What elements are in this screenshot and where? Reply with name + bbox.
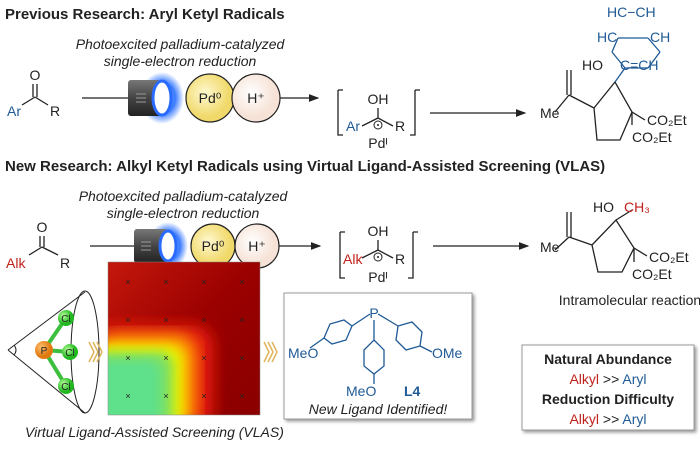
heatmap-marker: × xyxy=(239,353,244,363)
chlorine-atom xyxy=(58,378,74,394)
heatmap-marker: × xyxy=(125,391,130,401)
chevrons-icon xyxy=(263,341,278,363)
heatmap-marker: × xyxy=(163,315,168,325)
heatmap-marker: × xyxy=(239,277,244,287)
heatmap-marker: × xyxy=(201,353,206,363)
r-label: R xyxy=(60,255,70,271)
heatmap-marker: × xyxy=(239,315,244,325)
heatmap-marker: × xyxy=(125,353,130,363)
me-label: Me xyxy=(540,239,560,255)
bottom-pd0-label: Pd⁰ xyxy=(202,238,225,254)
pd1-label: Pdᴵ xyxy=(368,269,387,285)
r-label: R xyxy=(395,251,405,267)
bottom-subtitle-1: Photoexcited palladium-catalyzed xyxy=(79,188,289,204)
top-subtitle-2: single-electron reduction xyxy=(104,53,257,69)
top-subtitle-1: Photoexcited palladium-catalyzed xyxy=(76,36,286,52)
heatmap-marker: × xyxy=(125,277,130,287)
ester-label: CO₂Et xyxy=(632,129,672,145)
top-ketyl-intermediate: OH Ar R Pdᴵ xyxy=(337,89,420,151)
me-label: Me xyxy=(540,105,560,121)
ring-label: C=CH xyxy=(620,57,659,73)
cone-angle-ligand-model: P Cl Cl Cl xyxy=(7,290,100,414)
oh-label: OH xyxy=(368,223,389,239)
p-label: P xyxy=(369,305,378,321)
ligand-caption: New Ligand Identified! xyxy=(309,401,448,417)
ligand-l4-box: P MeO OMe MeO L4 New Ligand Identified! xyxy=(283,292,473,420)
vlas-heatmap: × × × × × × × × × × × × × × × × xyxy=(108,262,260,415)
top-h-label: H⁺ xyxy=(247,90,265,106)
chevrons-icon xyxy=(88,341,103,363)
alkyl-label: Alk xyxy=(6,255,26,271)
reduction-difficulty-heading: Reduction Difficulty xyxy=(542,391,674,407)
heatmap-marker: × xyxy=(201,315,206,325)
ester-label: CO₂Et xyxy=(649,249,689,265)
heatmap-markers: × × × × × × × × × × × × × × × × xyxy=(125,277,244,401)
natural-abundance-heading: Natural Abundance xyxy=(544,351,672,367)
top-product-structure: Me HO HC−CH HC CH C=CH CO₂Et CO₂Et xyxy=(540,4,687,145)
heatmap-marker: × xyxy=(163,277,168,287)
heatmap-marker: × xyxy=(201,391,206,401)
ester-label: CO₂Et xyxy=(647,112,687,128)
ester-label: CO₂Et xyxy=(632,266,672,282)
ho-label: HO xyxy=(582,57,603,73)
r-label: R xyxy=(395,118,405,134)
cl-label: Cl xyxy=(61,314,70,325)
heatmap-marker: × xyxy=(125,315,130,325)
heatmap-border xyxy=(107,261,261,416)
oxygen-label: O xyxy=(30,67,41,83)
top-title: Previous Research: Aryl Ketyl Radicals xyxy=(5,6,285,23)
ring-label: HC−CH xyxy=(607,4,656,20)
meo-label: MeO xyxy=(288,345,318,361)
bottom-product-structure: Me HO CH₃ CO₂Et CO₂Et Intramolecular rea… xyxy=(540,199,700,308)
abundance-comparison: Alkyl >> Aryl xyxy=(569,371,646,387)
phosphorus-atom xyxy=(35,341,53,359)
product-caption: Intramolecular reaction xyxy=(559,292,700,308)
heatmap-marker: × xyxy=(201,277,206,287)
cl-label: Cl xyxy=(65,348,74,359)
bottom-h-label: H⁺ xyxy=(248,238,266,254)
heatmap-marker: × xyxy=(163,391,168,401)
aryl-label: Ar xyxy=(346,118,360,134)
chlorine-atom xyxy=(58,310,74,326)
top-pd0-label: Pd⁰ xyxy=(199,90,222,106)
oxygen-label: O xyxy=(37,219,48,235)
top-lamp-icon xyxy=(128,72,184,124)
chlorine-atom xyxy=(62,344,78,360)
ring-label: HC xyxy=(597,29,617,45)
heatmap-marker: × xyxy=(239,391,244,401)
p-label: P xyxy=(41,346,48,357)
meo-label: MeO xyxy=(346,383,376,399)
comparison-box: Natural Abundance Alkyl >> Aryl Reductio… xyxy=(521,344,695,431)
ring-label: CH xyxy=(650,29,670,45)
ho-label: HO xyxy=(593,199,614,215)
ch3-label: CH₃ xyxy=(624,199,650,215)
bottom-alkyl-ketone: O Alk R xyxy=(6,219,70,271)
top-aryl-ketone: O Ar R xyxy=(7,67,60,119)
bottom-lamp-icon xyxy=(134,222,188,270)
aryl-label: Ar xyxy=(7,103,21,119)
bottom-subtitle-2: single-electron reduction xyxy=(107,205,260,221)
r-label: R xyxy=(50,103,60,119)
ome-label: OMe xyxy=(432,345,463,361)
bottom-title: New Research: Alkyl Ketyl Radicals using… xyxy=(5,158,605,175)
ligand-name: L4 xyxy=(404,383,421,399)
oh-label: OH xyxy=(368,91,389,107)
alkyl-label: Alk xyxy=(343,251,363,267)
cl-label: Cl xyxy=(61,382,70,393)
bottom-ketyl-intermediate: OH Alk R Pdᴵ xyxy=(339,223,418,285)
difficulty-comparison: Alkyl >> Aryl xyxy=(569,411,646,427)
vlas-caption: Virtual Ligand-Assisted Screening (VLAS) xyxy=(25,424,284,440)
pd1-label: Pdᴵ xyxy=(368,135,387,151)
heatmap-marker: × xyxy=(163,353,168,363)
